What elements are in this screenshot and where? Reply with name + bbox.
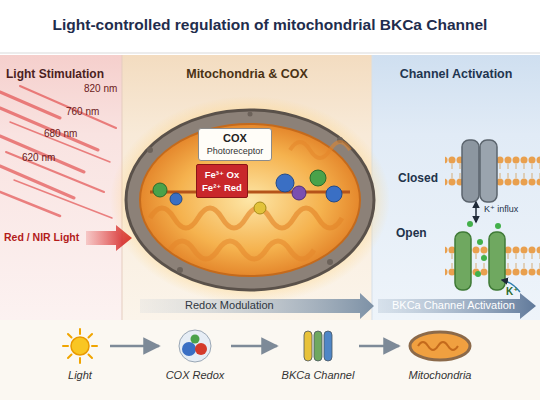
flow-arrow	[110, 345, 159, 348]
wavelength-label: 680 nm	[44, 128, 77, 139]
channel-icon	[280, 326, 356, 366]
process-step: BKCa Channel	[280, 326, 356, 386]
redox-icon	[179, 330, 211, 362]
sun-icon	[88, 334, 92, 338]
channel-icon	[314, 331, 322, 361]
bottom-band	[0, 320, 540, 400]
process-label: Redox Modulation	[185, 299, 274, 311]
panel-heading: Mitochondria & COX	[122, 67, 372, 83]
state-label: Closed	[398, 171, 438, 185]
stage-panel: Mitochondria & COXCOXPhotoreceptorFe³⁺ O…	[122, 55, 372, 320]
title-band	[0, 53, 540, 54]
step-caption: Mitochondria	[402, 369, 478, 383]
sun-icon	[68, 334, 72, 338]
redox-icon	[182, 342, 196, 356]
panel-heading: Channel Activation	[372, 67, 540, 83]
process-label: BKCa Channel Activation	[392, 299, 515, 311]
redox-icon	[162, 326, 228, 366]
ion-label: K⁺	[506, 286, 519, 297]
box-text: Photoreceptor	[199, 146, 271, 157]
redox-icon	[195, 343, 207, 355]
redox-state-box: Fe³⁺ OxFe²⁺ Red	[196, 164, 248, 198]
step-caption: Light	[53, 369, 107, 383]
flow-arrow	[231, 345, 277, 348]
sun-icon	[88, 354, 92, 358]
channel-icon	[324, 331, 332, 361]
sun-icon	[68, 354, 72, 358]
sun-icon	[92, 345, 97, 347]
flow-arrow	[359, 345, 399, 348]
state-label: Open	[396, 226, 427, 240]
process-step: COX Redox	[162, 326, 228, 386]
box-text: COX	[199, 132, 271, 146]
channel-icon	[304, 331, 312, 361]
stage-panel: Light Stimulation	[0, 55, 122, 320]
redox-icon	[191, 335, 200, 344]
ion-label: K⁺ influx	[484, 204, 518, 214]
process-step: Mitochondria	[402, 326, 478, 386]
process-step: Light	[53, 326, 107, 386]
sun-icon	[63, 345, 68, 347]
panel-divider	[122, 55, 372, 320]
step-caption: BKCa Channel	[280, 369, 356, 383]
diagram-title: Light-controlled regulation of mitochond…	[0, 16, 540, 34]
mito-icon	[402, 326, 478, 366]
stage-panel: Channel Activation	[372, 55, 540, 320]
light-label: Red / NIR Light	[4, 231, 79, 243]
photoreceptor-box: COXPhotoreceptor	[198, 128, 272, 161]
sun-icon	[79, 358, 81, 363]
title-band	[0, 53, 540, 54]
sun-icon	[53, 326, 107, 366]
bottom-band	[0, 320, 540, 400]
box-text: Fe²⁺ Red	[197, 182, 247, 195]
wavelength-label: 620 nm	[22, 152, 55, 163]
panel-heading: Light Stimulation	[6, 67, 122, 82]
wavelength-label: 820 nm	[84, 83, 117, 94]
step-caption: COX Redox	[162, 369, 228, 383]
mito-icon	[410, 332, 470, 360]
wavelength-label: 760 nm	[66, 106, 99, 117]
mito-icon	[418, 342, 458, 350]
box-text: Fe³⁺ Ox	[197, 169, 247, 182]
sun-icon	[71, 337, 89, 355]
sun-icon	[79, 329, 81, 334]
